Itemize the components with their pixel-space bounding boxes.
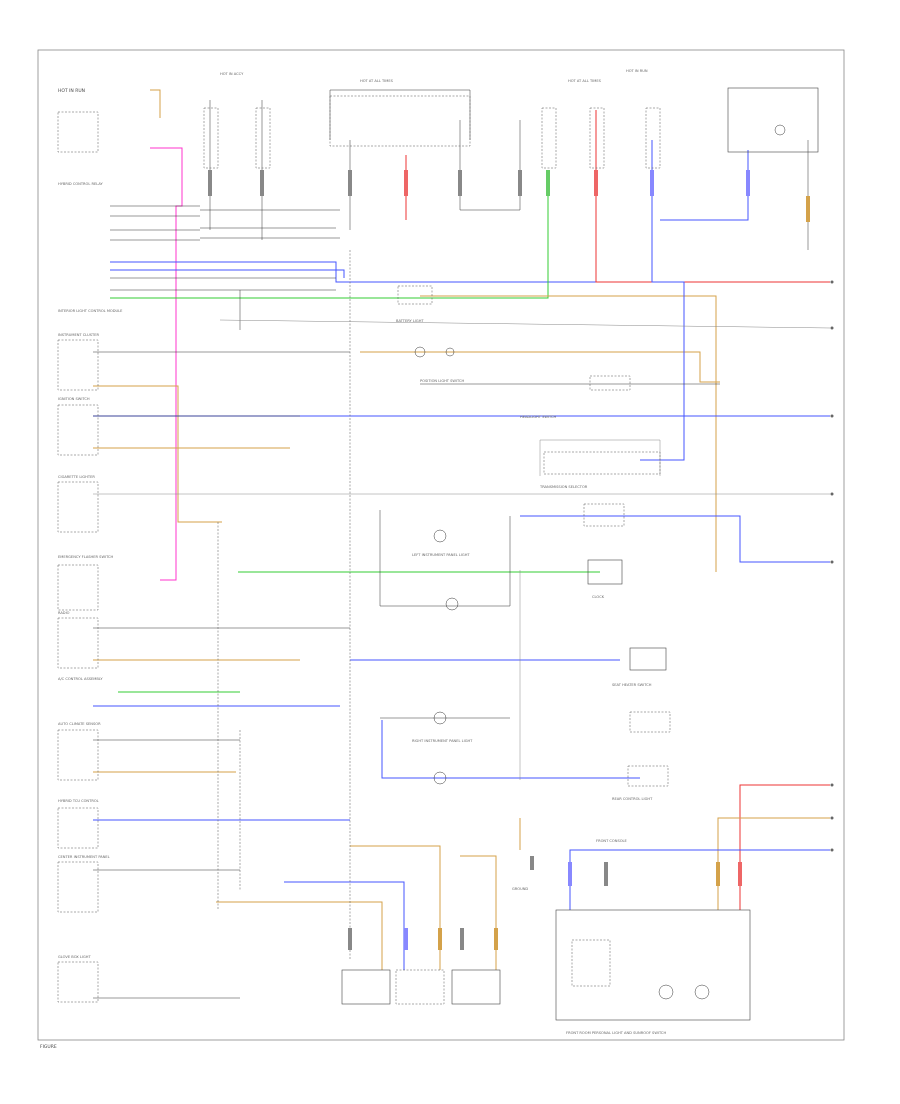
label-left-instrument: LEFT INSTRUMENT PANEL LIGHT xyxy=(412,553,470,557)
wire-tan-8 xyxy=(460,855,497,970)
wire-blue-low4 xyxy=(569,849,830,910)
top-fuse-blocks xyxy=(203,87,819,169)
label-hot-in-accy: HOT IN ACCY xyxy=(220,72,244,76)
black-wiring xyxy=(93,89,831,999)
label-interior-module: INTERIOR LIGHT CONTROL MODULE xyxy=(58,309,123,313)
label-hybrid-relay: HYBRID CONTROL RELAY xyxy=(58,182,104,186)
diagram-frame xyxy=(37,49,845,1041)
wire-tan-9 xyxy=(150,89,161,118)
label-hot-at-all-times: HOT AT ALL TIMES xyxy=(360,79,394,83)
wire-tan-12 xyxy=(360,351,720,383)
wire-blue-low5 xyxy=(520,515,830,563)
label-transmission: TRANSMISSION SELECTOR xyxy=(539,485,588,489)
label-rear-light: REAR CONTROL LIGHT xyxy=(612,797,653,801)
label-clock: CLOCK xyxy=(592,595,605,599)
label-right-instrument: RIGHT INSTRUMENT PANEL LIGHT xyxy=(412,739,473,743)
label-hybrid-ecu: HYBRID TCU CONTROL xyxy=(58,799,99,803)
wire-tan-top xyxy=(420,295,717,572)
label-ignition-switch: IGNITION SWITCH xyxy=(58,397,90,401)
wire-green-top xyxy=(110,188,549,299)
wire-blue-right2 xyxy=(660,150,749,221)
label-emergency-flasher: EMERGENCY FLASHER SWITCH xyxy=(58,555,114,559)
label-headlight-switch: HEADLIGHT SWITCH xyxy=(520,415,556,419)
label-center-instrument: CENTER INSTRUMENT PANEL xyxy=(58,855,110,859)
right-terminals xyxy=(830,280,834,852)
wire-tan-mid xyxy=(93,385,222,523)
connector-marks xyxy=(208,170,810,950)
wire-blue-low2 xyxy=(381,720,640,779)
wire-blue-2 xyxy=(110,269,345,278)
label-front-console: FRONT CONSOLE xyxy=(596,839,628,843)
footer-code: FIGURE xyxy=(40,1044,57,1050)
label-hot-at-all-times-2: HOT AT ALL TIMES xyxy=(568,79,602,83)
left-components xyxy=(57,111,99,1003)
label-cigarette-lighter: CIGARETTE LIGHTER xyxy=(58,475,95,479)
label-ground: GROUND xyxy=(512,887,528,891)
wire-tan-7 xyxy=(350,845,441,970)
wire-blue-top xyxy=(110,261,800,283)
label-seat-heater: SEAT HEATER SWITCH xyxy=(612,683,652,687)
wire-blue-low3 xyxy=(284,881,405,970)
label-auto-climate: AUTO CLIMATE SENSOR xyxy=(58,722,101,726)
bottom-components xyxy=(341,909,751,1021)
wire-tan-right xyxy=(717,817,830,910)
label-radio: RADIO xyxy=(58,611,70,615)
middle-components xyxy=(397,285,671,787)
label-glove-box: GLOVE BOX LIGHT xyxy=(58,955,91,959)
wire-tan-6 xyxy=(216,901,383,970)
label-hot-in-run-2: HOT IN RUN xyxy=(626,69,648,73)
label-instrument-cluster: INSTRUMENT CLUSTER xyxy=(58,333,99,337)
wire-red-bottom xyxy=(739,784,830,910)
label-battery-light: BATTERY LIGHT xyxy=(396,319,424,323)
label-hot-in-run: HOT IN RUN xyxy=(58,88,85,94)
wire-red-right xyxy=(595,110,830,283)
label-front-room-light: FRONT ROOM PERSONAL LIGHT AND SUNROOF SW… xyxy=(566,1031,666,1035)
wire-blue-right xyxy=(640,140,685,461)
wire-pink xyxy=(150,147,183,581)
label-position-switch: POSITION LIGHT SWITCH xyxy=(420,379,465,383)
label-hvac: A/C CONTROL ASSEMBLY xyxy=(58,677,103,681)
